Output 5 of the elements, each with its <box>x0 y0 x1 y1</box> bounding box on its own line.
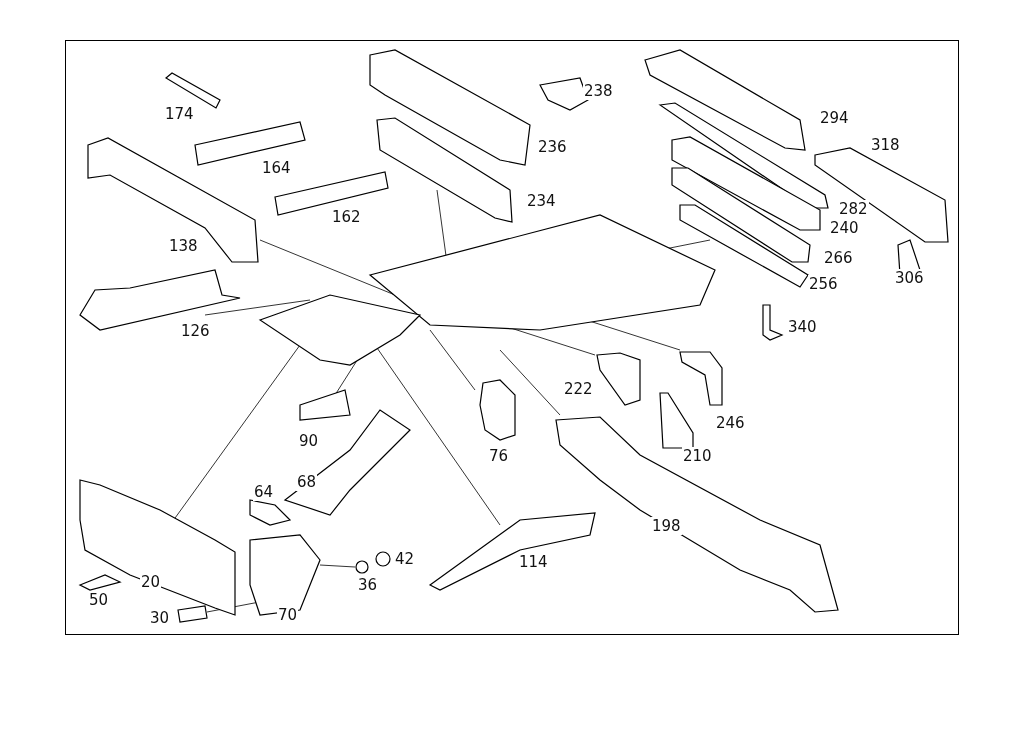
callout-number: 238 <box>583 82 614 100</box>
callout-number: 64 <box>253 483 275 501</box>
callout-number: 20 <box>140 573 162 591</box>
callout-number: 68 <box>296 473 318 491</box>
callout-number: 198 <box>651 517 682 535</box>
